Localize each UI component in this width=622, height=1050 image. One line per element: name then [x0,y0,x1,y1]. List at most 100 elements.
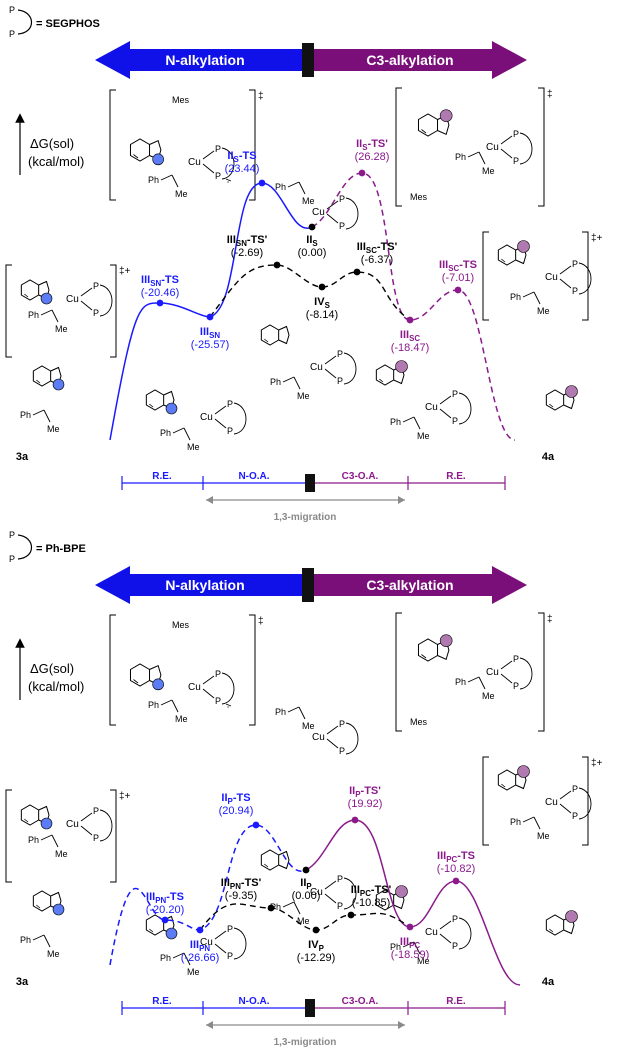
svg-text:Me: Me [187,442,200,452]
svg-text:Me: Me [47,949,60,959]
ts2-point [252,821,260,829]
charge-label: ‡+ [591,758,603,769]
state-value: (-20.20) [146,904,185,916]
svg-text:Cu: Cu [188,682,201,693]
svg-text:Me: Me [55,849,68,859]
state-label: IVS​ [314,296,330,310]
stage-bar: R.E.N-O.A.C3-O.A.R.E.1,3-migration [121,996,506,1048]
svg-text:P: P [93,281,99,291]
nitrogen-highlight [52,903,65,916]
svg-text:Cu: Cu [486,667,499,678]
ts-bracket: ‡ [395,612,553,732]
state-label: IIS​ [306,234,317,248]
svg-text:P: P [337,874,343,884]
mig-ts2-point [353,268,361,276]
mig-ts2-point [347,911,355,919]
mig-ts1-point [267,904,275,912]
svg-text:P: P [339,194,345,204]
state-value: (26.28) [355,151,390,163]
svg-text:P: P [513,156,519,166]
svg-text:P: P [93,806,99,816]
svg-text:P: P [513,129,519,139]
n-alkylation-label: N-alkylation [165,52,244,68]
state-label: IIIPC​-TS' [351,884,392,898]
start-compound-label: 3a [16,976,29,988]
state-label: IIISC​ [400,329,420,343]
c3oa-stage-label: C3-O.A. [342,996,379,1007]
mig-ts1-point [273,261,281,269]
state-value: (-18.59) [391,949,430,961]
svg-text:Me: Me [482,166,495,176]
carbon-highlight [517,240,530,253]
charge-label: ‡+ [591,233,603,244]
ts2-point [258,179,266,187]
indole-structure [145,914,178,940]
re-stage-label: R.E. [152,996,172,1007]
svg-text:P: P [452,389,458,399]
svg-text:Me: Me [537,831,550,841]
svg-text:Ph: Ph [20,410,31,420]
svg-text:P: P [337,901,343,911]
indole-structure [129,138,164,166]
re-stage-label-2: R.E. [446,996,466,1007]
svg-text:Ph: Ph [160,428,171,438]
svg-text:Ph: Ph [455,677,466,687]
svg-text:Me: Me [482,691,495,701]
svg-text:P: P [93,308,99,318]
svg-text:Cu: Cu [545,797,558,808]
carbon-highlight [565,385,578,398]
svg-text:Me: Me [175,189,188,199]
ligand-p-bottom: P [9,554,15,564]
ivs-point [312,926,320,934]
svg-text:Cu: Cu [200,937,213,948]
migration-label: 1,3-migration [274,512,337,523]
ts-bracket: ‡+ [5,264,131,358]
c3-alkylation-label: C3-alkylation [366,52,453,68]
svg-text:Me: Me [47,424,60,434]
ts-bracket: ‡ [109,89,264,201]
svg-text:P: P [337,376,343,386]
svg-text:P: P [339,746,345,756]
indole-structure [129,663,164,691]
svg-text:Cu: Cu [200,412,213,423]
svg-text:Ph: Ph [510,292,521,302]
indole-structure [260,849,290,871]
int1-point [206,313,214,321]
ts-bracket: ‡ [395,87,553,207]
svg-text:P: P [215,696,221,706]
n-alkylation-arrow [95,566,305,604]
ligand-p-bottom: P [9,29,15,39]
state-value: (-9.35) [225,890,257,902]
state-value: (19.92) [348,798,383,810]
indole-structure [375,885,408,911]
svg-text:Ph: Ph [390,417,401,427]
indole-structure [375,360,408,386]
svg-text:P: P [572,784,578,794]
c3-alkylation-arrow [313,41,527,79]
svg-text:P: P [339,221,345,231]
c3-alkylation-curve [311,172,516,441]
ligand-p-top: P [9,530,15,540]
charge-label: ‡+ [119,791,131,802]
axis-unit: (kcal/mol) [28,679,84,694]
state-label: IIS​-TS [227,150,256,164]
ts-bracket: ‡+ [482,231,603,321]
svg-text:Ph: Ph [455,152,466,162]
nitrogen-highlight [40,292,53,305]
state-value: (23.44) [225,163,260,175]
state-value: (-10.85) [352,897,391,909]
svg-text:Ph: Ph [160,953,171,963]
